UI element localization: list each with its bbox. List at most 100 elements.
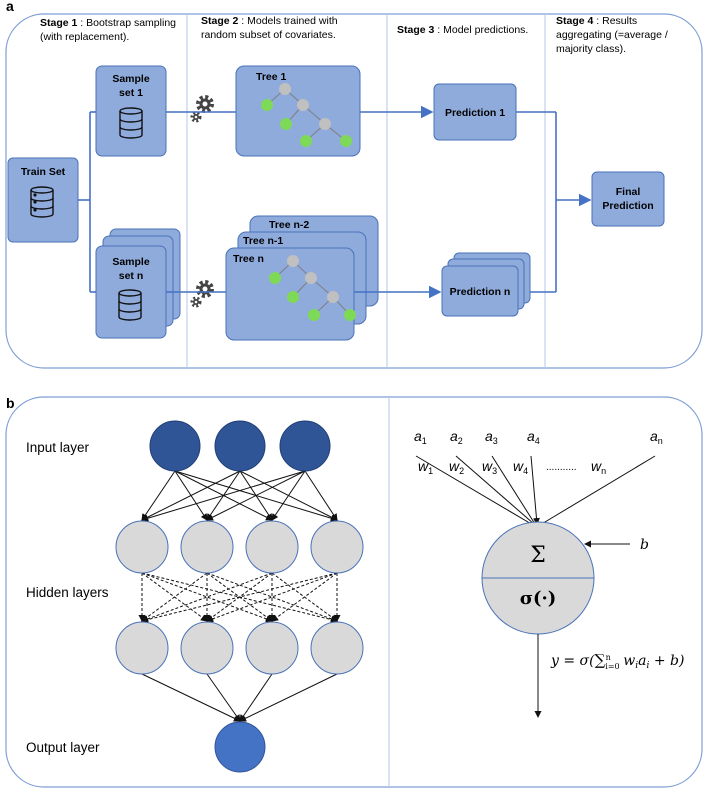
svg-text:Prediction 1: Prediction 1	[445, 107, 505, 119]
tree-node	[287, 255, 299, 267]
sample-set-1-box: Sample set 1	[95, 65, 167, 157]
perceptron-inputs: a1 a2 a3 a4 an	[414, 428, 663, 446]
hidden-node	[180, 621, 234, 675]
svg-text:set n: set n	[119, 270, 144, 282]
panel-b-frame	[5, 396, 703, 788]
svg-text:a1: a1	[414, 428, 427, 446]
weights-ellipsis: ...........	[546, 462, 577, 473]
hidden-node	[115, 520, 169, 574]
input-hidden-edge	[141, 470, 241, 521]
nn-connections	[138, 470, 341, 722]
input-node	[149, 420, 201, 472]
svg-text:Stage 2 : Models trained with: Stage 2 : Models trained with	[201, 15, 338, 27]
input-layer-label: Input layer	[26, 440, 90, 455]
prediction-n-box: Prediction n	[441, 252, 531, 317]
svg-text:Stage 3 : Model predictions.: Stage 3 : Model predictions.	[397, 24, 528, 36]
hidden-hidden-edge	[141, 572, 273, 623]
hidden-hidden-edge	[141, 572, 208, 622]
svg-text:Sample: Sample	[112, 73, 150, 85]
hidden-node	[115, 621, 169, 675]
tree-node	[297, 99, 309, 111]
hidden-hidden-edge	[141, 572, 338, 623]
perceptron-input-lines	[415, 455, 656, 526]
output-layer-label: Output layer	[26, 740, 100, 755]
tree-leaf	[269, 272, 281, 284]
stage-1-caption: Stage 1 : Bootstrap sampling (with repla…	[40, 17, 176, 43]
svg-text:wn: wn	[591, 458, 606, 476]
svg-text:Final: Final	[616, 186, 641, 198]
tree-n-stack: Tree n-2 Tree n-1 Tree n	[225, 215, 379, 341]
perceptron-neuron: Σ σ(·)	[481, 521, 595, 635]
input-hidden-edge	[271, 470, 306, 521]
tree-1-box: Tree 1	[235, 65, 361, 157]
database-icon	[30, 186, 54, 218]
sample-set-n-box: Sample set n	[95, 228, 181, 339]
svg-text:Stage 4 : Results: Stage 4 : Results	[556, 15, 637, 27]
hidden-hidden-edge	[141, 572, 273, 623]
train-set-box: Train Set	[7, 157, 79, 243]
input-node	[279, 420, 331, 472]
tree-leaf	[261, 99, 273, 111]
svg-text:random subset of covariates.: random subset of covariates.	[201, 29, 336, 41]
svg-text:Prediction n: Prediction n	[450, 286, 511, 298]
hidden-hidden-edge	[271, 572, 338, 622]
bias-label: b	[640, 537, 649, 553]
perceptron-weights: w1 w2 w3 w4 wn	[418, 458, 606, 476]
split-connector	[78, 111, 96, 293]
hidden-output-edge	[239, 673, 338, 722]
merge-connector	[516, 111, 557, 293]
tree-n2-label: Tree n-2	[269, 219, 309, 231]
svg-text:set 1: set 1	[119, 87, 143, 99]
svg-text:a3: a3	[485, 428, 498, 446]
svg-text:w3: w3	[482, 458, 497, 476]
hidden-node	[245, 520, 299, 574]
hidden-node	[310, 520, 364, 574]
stage-3-caption: Stage 3 : Model predictions.	[397, 24, 528, 36]
activation-symbol: σ(·)	[520, 588, 557, 609]
input-hidden-edge	[141, 470, 306, 522]
tree-leaf	[280, 118, 292, 130]
database-icon	[118, 289, 142, 321]
svg-text:Stage 1 : Bootstrap sampling: Stage 1 : Bootstrap sampling	[40, 17, 176, 29]
database-icon	[119, 107, 143, 139]
hidden-output-edge	[239, 673, 273, 722]
svg-text:majority class).: majority class).	[556, 43, 626, 55]
tree-node	[319, 118, 331, 130]
hidden-output-edge	[206, 673, 241, 722]
train-set-label: Train Set	[21, 166, 66, 178]
hidden-layers-label: Hidden layers	[26, 585, 109, 600]
svg-text:aggregating (=average /: aggregating (=average /	[556, 29, 668, 41]
svg-text:w2: w2	[449, 458, 464, 476]
hidden-node	[245, 621, 299, 675]
tree-leaf	[344, 309, 356, 321]
hidden-output-edge	[141, 673, 241, 722]
tree-leaf	[287, 291, 299, 303]
svg-text:(with replacement).: (with replacement).	[40, 31, 129, 43]
tree-leaf	[340, 135, 352, 147]
svg-text:w1: w1	[418, 458, 433, 476]
svg-text:Prediction: Prediction	[602, 200, 653, 212]
hidden-hidden-edge	[206, 572, 338, 623]
hidden-hidden-edge	[206, 572, 338, 623]
tree-node	[279, 83, 291, 95]
output-node	[214, 721, 266, 773]
tree-node	[327, 291, 339, 303]
svg-text:Sample: Sample	[112, 256, 150, 268]
panel-a-letter: a	[6, 0, 14, 14]
hidden-node	[180, 520, 234, 574]
tree-n1-label: Tree n-1	[243, 235, 283, 247]
prediction-1-box: Prediction 1	[433, 83, 517, 141]
sum-symbol: Σ	[530, 543, 546, 568]
gear-icon	[190, 95, 214, 123]
input-hidden-edge	[141, 470, 176, 521]
tree-leaf	[300, 135, 312, 147]
panel-b-letter: b	[6, 395, 15, 411]
output-formula: y = σ(∑i=0n wiai + b)	[550, 651, 684, 671]
stage-2-caption: Stage 2 : Models trained with random sub…	[201, 15, 338, 41]
input-hidden-edge	[206, 470, 306, 521]
stage-4-caption: Stage 4 : Results aggregating (=average …	[556, 15, 668, 55]
hidden-node	[310, 621, 364, 675]
tree-node	[305, 272, 317, 284]
svg-text:a2: a2	[450, 428, 463, 446]
